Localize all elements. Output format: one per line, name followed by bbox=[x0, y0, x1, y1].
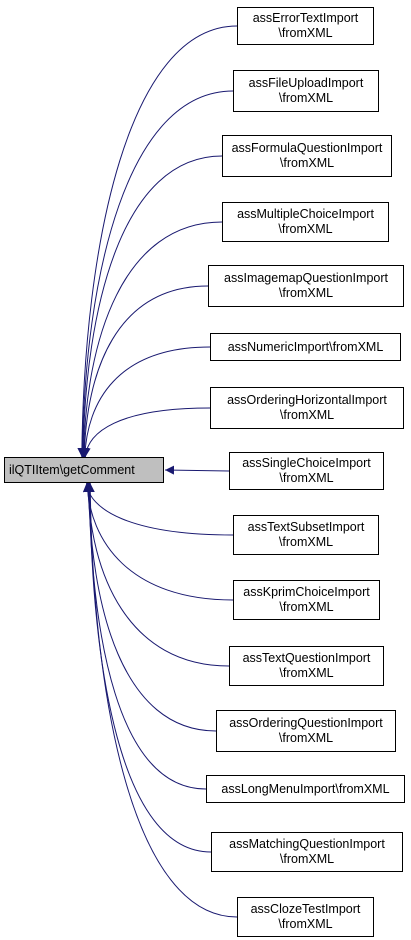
call-edge bbox=[81, 407, 211, 458]
caller-node[interactable]: assKprimChoiceImport\fromXML bbox=[233, 580, 380, 620]
caller-node[interactable]: assMultipleChoiceImport\fromXML bbox=[222, 202, 389, 242]
caller-node-label: assFileUploadImport bbox=[248, 76, 364, 90]
call-edge bbox=[164, 465, 230, 475]
call-edge bbox=[85, 482, 238, 918]
caller-node-label: assTextQuestionImport bbox=[242, 651, 371, 665]
caller-node-label-line2: \fromXML bbox=[279, 408, 335, 422]
call-edge bbox=[82, 482, 234, 536]
call-edge bbox=[84, 482, 207, 790]
caller-node-label-line2: \fromXML bbox=[278, 917, 333, 931]
caller-node-label: assErrorTextImport bbox=[252, 11, 359, 25]
caller-node-label-line2: \fromXML bbox=[278, 286, 334, 300]
caller-node-label: assClozeTestImport bbox=[250, 902, 361, 916]
root-node-label: ilQTIItem\getComment bbox=[9, 463, 135, 477]
caller-node[interactable]: assMatchingQuestionImport\fromXML bbox=[211, 832, 403, 872]
caller-node-label-line2: \fromXML bbox=[278, 91, 334, 105]
caller-node[interactable]: assOrderingHorizontalImport\fromXML bbox=[210, 387, 404, 429]
caller-node-label-line2: \fromXML bbox=[279, 600, 334, 614]
caller-node[interactable]: assNumericImport\fromXML bbox=[210, 333, 401, 361]
call-edge bbox=[79, 285, 209, 458]
caller-node-label-line2: \fromXML bbox=[279, 852, 335, 866]
caller-node[interactable]: assImagemapQuestionImport\fromXML bbox=[208, 265, 404, 307]
call-edge bbox=[78, 155, 223, 458]
caller-node[interactable]: assTextSubsetImport\fromXML bbox=[233, 515, 379, 555]
caller-node-label-line2: \fromXML bbox=[278, 26, 333, 40]
caller-node[interactable]: assFileUploadImport\fromXML bbox=[233, 70, 379, 112]
caller-node-label: assFormulaQuestionImport bbox=[231, 141, 383, 155]
call-edge bbox=[83, 482, 230, 667]
call-edge bbox=[78, 90, 234, 458]
caller-node-label-line2: \fromXML bbox=[278, 731, 334, 745]
call-edge bbox=[83, 482, 234, 601]
caller-node-label: assTextSubsetImport bbox=[247, 520, 365, 534]
caller-node[interactable]: assClozeTestImport\fromXML bbox=[237, 897, 374, 937]
caller-node-label: assKprimChoiceImport bbox=[243, 585, 370, 599]
caller-node-label-line2: \fromXML bbox=[279, 666, 334, 680]
caller-node-label: assLongMenuImport\fromXML bbox=[221, 781, 390, 796]
caller-node-label: assOrderingHorizontalImport bbox=[227, 393, 387, 407]
call-edge bbox=[79, 221, 223, 458]
caller-node[interactable]: assTextQuestionImport\fromXML bbox=[229, 646, 384, 686]
caller-node-label: assNumericImport\fromXML bbox=[227, 339, 384, 354]
caller-node-label-line2: \fromXML bbox=[279, 156, 335, 170]
caller-node[interactable]: assSingleChoiceImport\fromXML bbox=[229, 452, 384, 490]
caller-node-label-line2: \fromXML bbox=[278, 222, 333, 236]
caller-node-label-line2: \fromXML bbox=[278, 535, 334, 549]
caller-node-label: assImagemapQuestionImport bbox=[224, 271, 388, 285]
caller-node[interactable]: assFormulaQuestionImport\fromXML bbox=[222, 135, 392, 177]
caller-node[interactable]: assOrderingQuestionImport\fromXML bbox=[216, 710, 396, 752]
caller-node[interactable]: assLongMenuImport\fromXML bbox=[206, 775, 405, 803]
caller-node-label: assOrderingQuestionImport bbox=[229, 716, 383, 730]
caller-node-label-line2: \fromXML bbox=[279, 471, 334, 485]
call-edge bbox=[77, 25, 238, 458]
root-node[interactable]: ilQTIItem\getComment bbox=[4, 457, 164, 483]
caller-node[interactable]: assErrorTextImport\fromXML bbox=[237, 7, 374, 45]
caller-node-label: assSingleChoiceImport bbox=[242, 456, 371, 470]
caller-node-label: assMatchingQuestionImport bbox=[229, 837, 385, 851]
call-edge bbox=[80, 346, 211, 458]
caller-node-label: assMultipleChoiceImport bbox=[237, 207, 374, 221]
